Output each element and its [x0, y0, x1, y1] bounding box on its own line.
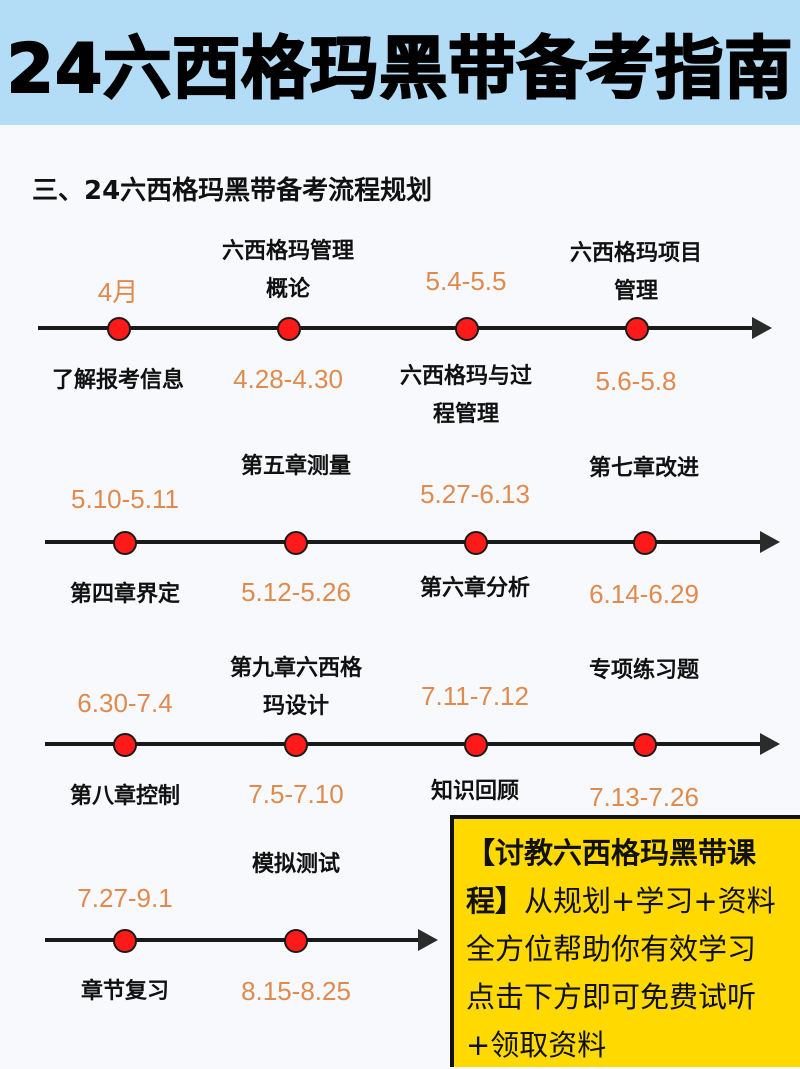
milestone-dot: [284, 531, 308, 555]
milestone-date: 5.4-5.5: [425, 266, 507, 296]
timeline-line: [45, 742, 765, 746]
milestone-dot: [455, 317, 479, 341]
section-title: 三、24六西格玛黑带备考流程规划: [32, 176, 433, 206]
milestone-date: 6.30-7.4: [77, 688, 173, 718]
milestone-date: 8.15-8.25: [241, 976, 351, 1006]
milestone-label: 六西格玛管理 概论: [222, 233, 354, 309]
milestone-date: 7.5-7.10: [248, 779, 344, 809]
arrow-right-icon: [418, 929, 438, 951]
milestone-dot: [464, 531, 488, 555]
milestone-label: 第四章界定: [69, 582, 181, 607]
milestone-label: 第五章测量: [240, 454, 352, 479]
arrow-right-icon: [760, 531, 780, 553]
milestone-date: 5.6-5.8: [595, 366, 677, 396]
promo-line-bold: 程】: [466, 884, 525, 918]
milestone-dot: [113, 531, 137, 555]
milestone-label: 第六章分析: [419, 576, 531, 601]
milestone-dot: [107, 317, 131, 341]
milestone-label: 了解报考信息: [51, 368, 185, 393]
milestone-dot: [633, 733, 657, 757]
milestone-label: 模拟测试: [251, 852, 341, 877]
milestone-label: 知识回顾: [430, 779, 520, 804]
milestone-label-line: 六西格玛与过 程管理: [399, 364, 533, 427]
milestone-dot: [277, 317, 301, 341]
milestone-date: 5.10-5.11: [71, 484, 179, 514]
milestone-dot: [284, 929, 308, 953]
milestone-date: 7.13-7.26: [589, 782, 699, 812]
milestone-label: 六西格玛项目 管理: [570, 235, 702, 311]
header-banner: 24六西格玛黑带备考指南: [0, 0, 800, 125]
milestone-dot: [633, 531, 657, 555]
milestone-dot: [284, 733, 308, 757]
promo-line: 全方位帮助你有效学习: [466, 932, 757, 966]
promo-line: 点击下方即可免费试听: [466, 980, 757, 1014]
milestone-dot: [625, 317, 649, 341]
milestone-dot: [464, 733, 488, 757]
milestone-label: 六西格玛与过 程管理: [400, 358, 532, 434]
arrow-right-icon: [760, 733, 780, 755]
timeline-line: [38, 326, 758, 330]
milestone-date: 5.27-6.13: [420, 479, 530, 509]
promo-line: +领取资料: [466, 1028, 607, 1062]
page-title: 24六西格玛黑带备考指南: [6, 29, 794, 110]
milestone-label: 第七章改进: [588, 456, 700, 481]
milestone-label-line: 六西格玛管理 概论: [221, 239, 355, 302]
milestone-dot: [113, 929, 137, 953]
milestone-label: 第八章控制: [69, 784, 181, 809]
milestone-date: 4月: [97, 277, 139, 307]
milestone-dot: [113, 733, 137, 757]
arrow-right-icon: [752, 317, 772, 339]
milestone-date: 6.14-6.29: [589, 579, 699, 609]
milestone-label: 专项练习题: [588, 658, 700, 683]
milestone-label: 章节复习: [80, 979, 170, 1004]
timeline-line: [45, 938, 423, 942]
milestone-date: 5.12-5.26: [241, 577, 351, 607]
promo-line: 【讨教六西格玛黑带课: [466, 836, 757, 870]
timeline-line: [45, 540, 765, 544]
promo-box[interactable]: 【讨教六西格玛黑带课 程】从规划+学习+资料 全方位帮助你有效学习 点击下方即可…: [450, 815, 800, 1067]
milestone-date: 7.11-7.12: [421, 681, 529, 711]
milestone-label-line: 第九章六西格 玛设计: [229, 656, 363, 719]
promo-line: 程】从规划+学习+资料: [466, 877, 794, 925]
milestone-label: 第九章六西格 玛设计: [230, 650, 362, 726]
milestone-label-line: 六西格玛项目 管理: [569, 241, 703, 304]
milestone-date: 7.27-9.1: [77, 883, 173, 913]
milestone-date: 4.28-4.30: [233, 364, 343, 394]
promo-line-rest: 从规划+学习+资料: [524, 884, 776, 918]
